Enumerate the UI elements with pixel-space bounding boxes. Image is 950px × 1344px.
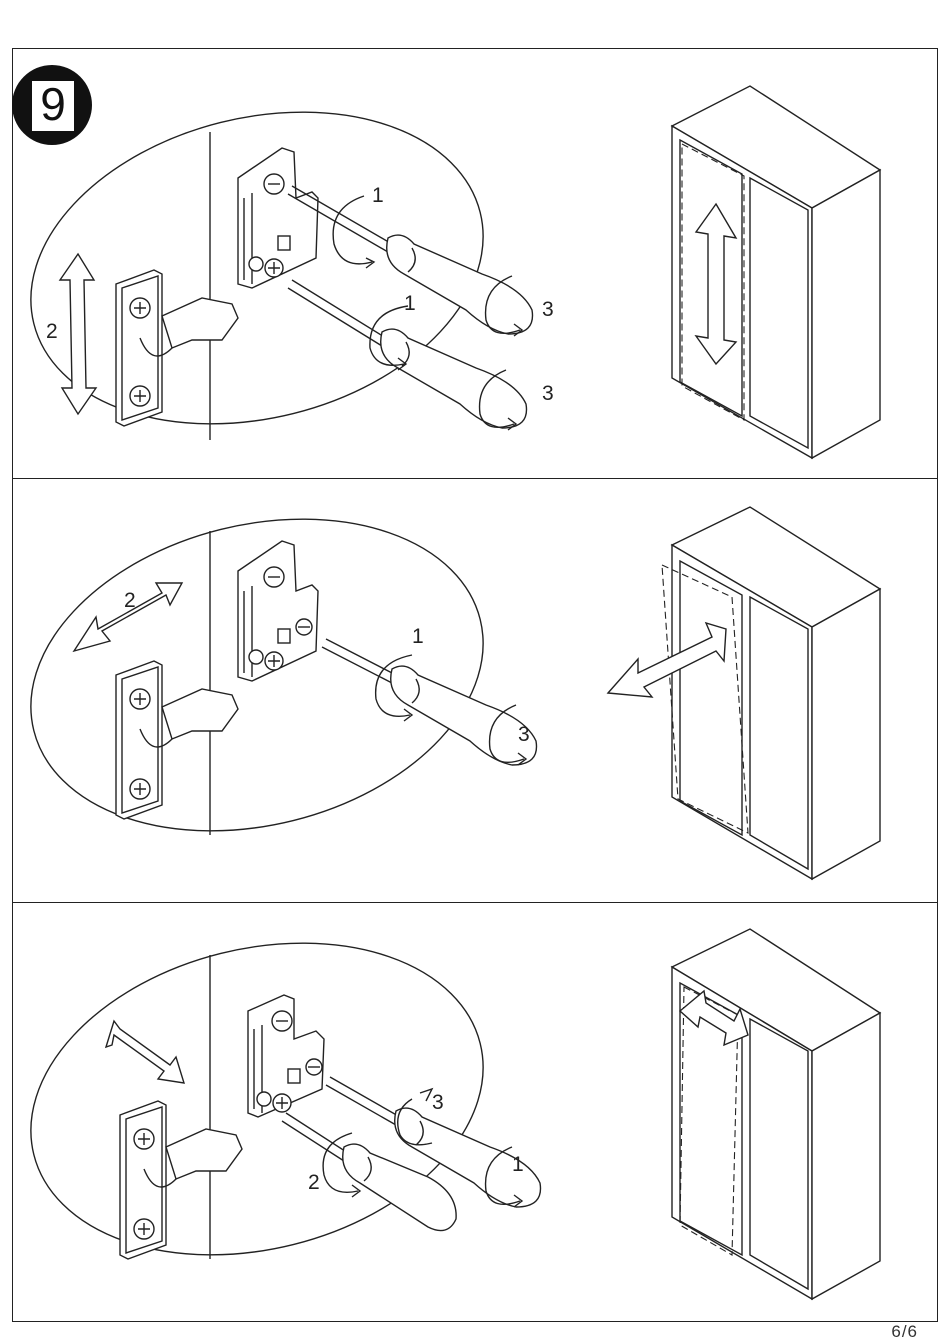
- label-turn-upper: 3: [542, 298, 554, 321]
- label-screw-upper: 1: [372, 184, 384, 207]
- label-screw-left: 2: [308, 1171, 320, 1194]
- label-direction: 2: [46, 320, 58, 343]
- detail-ellipse: [12, 479, 516, 876]
- panel-depth-adjustment: 2 1 3: [12, 902, 938, 1322]
- panel-lateral-adjustment: 1 3 2: [12, 478, 938, 902]
- label-turn: 3: [432, 1091, 444, 1114]
- label-screw-lower: 1: [404, 292, 416, 315]
- label-screw: 1: [412, 625, 424, 648]
- label-direction: 2: [124, 589, 136, 612]
- panel-vertical-adjustment: 1 1 3 3 2: [12, 48, 938, 478]
- page-indicator: 6/6: [891, 1322, 918, 1342]
- wardrobe-icon: [672, 929, 880, 1299]
- label-turn: 3: [518, 723, 530, 746]
- label-screw-right: 1: [512, 1153, 524, 1176]
- label-turn-lower: 3: [542, 382, 554, 405]
- wardrobe-icon: [608, 507, 880, 879]
- wardrobe-icon: [672, 86, 880, 458]
